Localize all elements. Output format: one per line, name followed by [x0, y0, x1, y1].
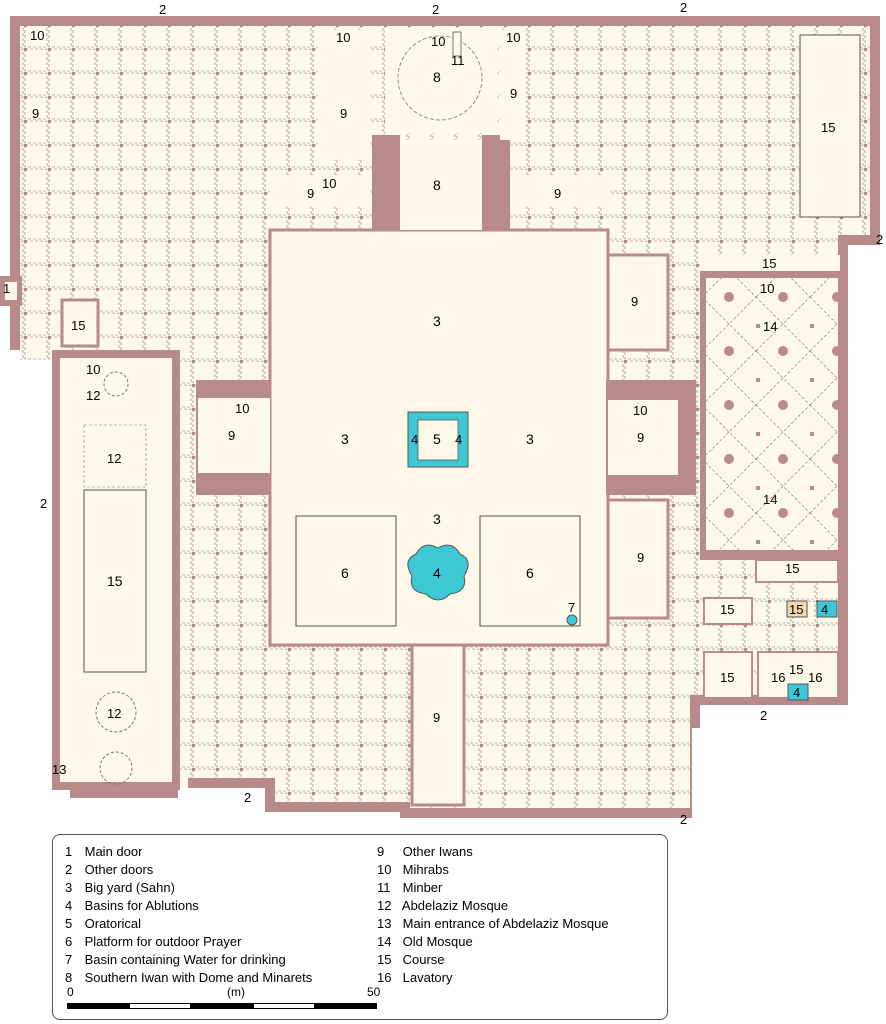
legend-item: 11 Minber [377, 880, 443, 895]
ablution-basin [407, 544, 469, 601]
label-12: 12 [107, 451, 121, 466]
legend-item: 9 Other Iwans [377, 844, 473, 859]
label-9: 9 [637, 550, 644, 565]
label-6: 6 [341, 565, 349, 581]
label-2: 2 [876, 232, 883, 247]
label-9: 9 [32, 106, 39, 121]
scale-bar: 0 (m) 50 [67, 985, 397, 1015]
legend-item: 13 Main entrance of Abdelaziz Mosque [377, 916, 609, 931]
legend-item: 1 Main door [65, 844, 143, 859]
label-15: 15 [789, 662, 803, 677]
legend-item: 16 Lavatory [377, 970, 453, 985]
label-14: 14 [763, 319, 777, 334]
iwans [196, 30, 696, 807]
label-4: 4 [411, 432, 418, 447]
label-3: 3 [433, 313, 441, 329]
scale-segment [129, 1003, 191, 1009]
label-2: 2 [680, 0, 687, 15]
legend-item: 10 Mihrabs [377, 862, 449, 877]
abdelaziz-mosque [52, 298, 180, 790]
label-4: 4 [821, 602, 828, 617]
label-9: 9 [228, 428, 235, 443]
scale-segment [67, 1003, 129, 1009]
oratorical [407, 411, 469, 468]
label-10: 10 [86, 362, 100, 377]
scale-segment [191, 1003, 253, 1009]
label-9: 9 [631, 294, 638, 309]
label-15: 15 [762, 256, 776, 271]
label-10: 10 [235, 401, 249, 416]
label-16: 16 [771, 670, 785, 685]
label-15: 15 [720, 670, 734, 685]
scale-unit: (m) [227, 985, 245, 999]
scale-end: 50 [367, 985, 381, 999]
plan-labels: 1 2 2 2 2 2 2 2 2 3 3 3 3 4 4 4 4 4 5 6 … [3, 0, 883, 827]
legend-column-right: 9 Other Iwans 10 Mihrabs 11 Minber 12 Ab… [377, 843, 609, 987]
label-4: 4 [455, 432, 462, 447]
legend-item: 14 Old Mosque [377, 934, 473, 949]
southern-iwan [372, 28, 510, 230]
label-15: 15 [789, 602, 803, 617]
label-2: 2 [432, 2, 439, 17]
scale-segment [315, 1003, 377, 1009]
legend: 1 Main door 2 Other doors 3 Big yard (Sa… [52, 834, 668, 1020]
label-10: 10 [431, 34, 445, 49]
label-10: 10 [506, 30, 520, 45]
label-9: 9 [340, 106, 347, 121]
legend-item: 8 Southern Iwan with Dome and Minarets [65, 970, 313, 985]
label-5: 5 [433, 431, 441, 447]
label-10: 10 [336, 30, 350, 45]
label-9: 9 [433, 710, 440, 725]
label-10: 10 [633, 403, 647, 418]
legend-item: 3 Big yard (Sahn) [65, 880, 175, 895]
label-2: 2 [40, 496, 47, 511]
label-3: 3 [433, 511, 441, 527]
legend-item: 6 Platform for outdoor Prayer [65, 934, 242, 949]
legend-item: 12 Abdelaziz Mosque [377, 898, 509, 913]
label-9: 9 [637, 430, 644, 445]
label-8: 8 [433, 177, 441, 193]
label-13: 13 [52, 762, 66, 777]
label-15: 15 [107, 573, 123, 589]
label-15: 15 [785, 561, 799, 576]
label-14: 14 [763, 492, 777, 507]
label-16: 16 [808, 670, 822, 685]
label-4: 4 [793, 685, 800, 700]
label-6: 6 [526, 565, 534, 581]
label-9: 9 [510, 86, 517, 101]
label-15: 15 [720, 602, 734, 617]
label-9: 9 [307, 186, 314, 201]
label-2: 2 [244, 790, 251, 805]
legend-item: 4 Basins for Ablutions [65, 898, 199, 913]
label-11: 11 [451, 53, 465, 68]
legend-item: 7 Basin containing Water for drinking [65, 952, 286, 967]
label-7: 7 [568, 600, 575, 615]
label-15: 15 [821, 120, 835, 135]
drinking-basin [566, 614, 578, 626]
legend-item: 15 Course [377, 952, 445, 967]
legend-column-left: 1 Main door 2 Other doors 3 Big yard (Sa… [65, 843, 312, 987]
label-10: 10 [760, 281, 774, 296]
label-1: 1 [3, 281, 10, 296]
label-10: 10 [30, 28, 44, 43]
label-12: 12 [107, 706, 121, 721]
label-12: 12 [86, 388, 100, 403]
prayer-platforms [295, 515, 581, 627]
label-2: 2 [680, 812, 687, 827]
label-8: 8 [433, 69, 441, 85]
label-3: 3 [526, 431, 534, 447]
floor-plan: 1 2 2 2 2 2 2 2 2 3 3 3 3 4 4 4 4 4 5 6 … [0, 0, 883, 827]
label-4: 4 [433, 565, 441, 581]
scale-segment [253, 1003, 315, 1009]
label-3: 3 [341, 431, 349, 447]
scale-start: 0 [67, 985, 74, 999]
label-15: 15 [71, 318, 85, 333]
legend-item: 5 Oratorical [65, 916, 141, 931]
legend-item: 2 Other doors [65, 862, 154, 877]
label-2: 2 [760, 708, 767, 723]
label-2: 2 [159, 2, 166, 17]
label-9: 9 [554, 186, 561, 201]
label-10: 10 [322, 176, 336, 191]
old-mosque [700, 34, 861, 701]
